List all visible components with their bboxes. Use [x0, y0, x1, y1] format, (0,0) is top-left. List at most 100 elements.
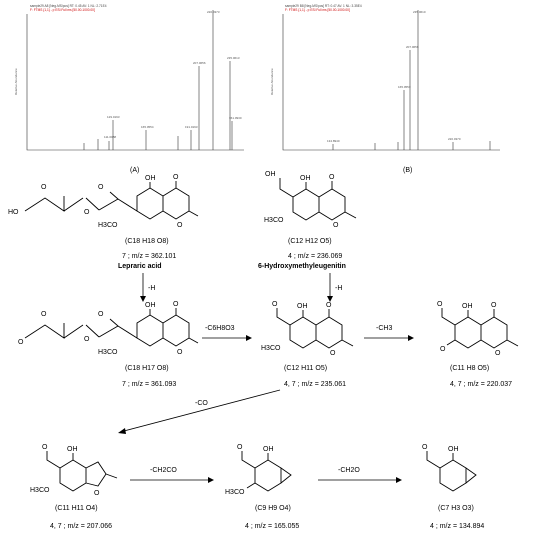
atom-label: O [41, 184, 47, 191]
arrow-label: -H [335, 285, 342, 292]
spectrum-b-ylabel: Relative Abundance [270, 68, 274, 95]
spectrum-panel-a: sample29 A8 [Neg-MS/pos] RT: 0.45 AV: 1 … [14, 4, 244, 174]
spectrum-b-peak-label: 134.8940 [327, 139, 340, 143]
atom-label: O [177, 349, 183, 356]
formula-f134: (C7 H3 O3) [438, 505, 474, 512]
atom-label: O [437, 301, 443, 308]
mz-c4: 4 ; m/z = 236.069 [288, 253, 342, 260]
spectrum-b-peak-label: 235.0610 [413, 10, 426, 14]
spectrum-b-peak-label: 220.0370 [448, 137, 461, 141]
mz-c7: 7 ; m/z = 362.101 [122, 253, 176, 260]
atom-label: O [173, 174, 179, 181]
atom-label: OH [67, 446, 78, 453]
formula-f207: (C11 H11 O4) [55, 505, 98, 512]
atom-label: O [330, 350, 336, 357]
formula-f165: (C9 H9 O4) [255, 505, 291, 512]
arrow-minus-h-right: -H [327, 273, 342, 302]
spectrum-a-peak-label: 111.0088 [104, 135, 116, 139]
structure-fragment-134: O OH (C7 H3 O3) 4 ; m/z = 134.894 [422, 444, 484, 530]
spectrum-b-axes [282, 14, 500, 151]
formula-c7-anion: (C18 H17 O8) [125, 365, 169, 372]
atom-label: H3CO [98, 222, 118, 229]
formula-f235: (C12 H11 O5) [284, 365, 327, 372]
atom-label: O [422, 444, 428, 451]
atom-label: OH [462, 303, 473, 310]
arrow-label: -CH3 [376, 325, 392, 332]
atom-label: O [94, 490, 100, 497]
formula-c7: (C18 H18 O8) [125, 238, 169, 245]
atom-label: H3CO [30, 487, 50, 494]
spectrum-a-panel-label: (A) [130, 167, 139, 174]
atom-label: O [18, 339, 24, 346]
atom-label: O [237, 444, 243, 451]
atom-label: H3CO [264, 217, 284, 224]
spectrum-b-panel-label: (B) [403, 167, 412, 174]
arrow-minus-ch2co: -CH2CO [130, 467, 214, 483]
atom-label: OH [263, 446, 274, 453]
arrow-minus-ch3: -CH3 [364, 325, 414, 341]
spectrum-a-peak-label: 220.0373 [207, 10, 220, 14]
structure-lepraric-acid: HO O O O OH O O H3CO (C18 H18 O8) 7 ; m/… [8, 174, 199, 270]
atom-label: H3CO [98, 349, 118, 356]
atom-label: O [173, 301, 179, 308]
atom-label: O [41, 311, 47, 318]
name-lepraric-acid: Lepraric acid [118, 263, 162, 270]
atom-label: O [491, 302, 497, 309]
spectrum-a-peak-label: 191.0193 [185, 125, 198, 129]
atom-label: OH [300, 175, 311, 182]
spectrum-a-header2: F: FTMS {1,1} - p ESI Full ms [50.00-100… [30, 8, 95, 12]
arrow-minus-co: -CO [118, 389, 281, 434]
arrow-label: -H [148, 285, 155, 292]
atom-label: O [98, 311, 104, 318]
atom-label: OH [265, 171, 276, 178]
formula-c4: (C12 H12 O5) [288, 238, 332, 245]
name-6-hydroxymethyleugenitin: 6-Hydroxymethyleugenitin [258, 263, 346, 270]
mz-f134: 4 ; m/z = 134.894 [430, 523, 484, 530]
arrow-label: -C6H8O3 [205, 325, 235, 332]
spectrum-a-header1: sample29 A8 [Neg-MS/pos] RT: 0.45 AV: 1 … [30, 4, 107, 8]
spectrum-b-header1: sample29 B8 [Neg-MS/pos] RT: 0.47 AV: 1 … [285, 4, 362, 8]
arrow-minus-c6h8o3: -C6H8O3 [202, 325, 252, 341]
structure-fragment-220: O OH O O O (C11 H8 O5) 4, 7 ; m/z = 220.… [437, 301, 519, 388]
atom-label: O [272, 301, 278, 308]
spectrum-a-peak-label: 235.0613 [227, 56, 240, 60]
atom-label: O [495, 350, 501, 357]
atom-label: O [84, 336, 90, 343]
atom-label: H3CO [225, 489, 245, 496]
mz-f207: 4, 7 ; m/z = 207.066 [50, 523, 112, 530]
atom-label: OH [448, 446, 459, 453]
structure-7-anion: O O O O OH O O H3CO (C18 H17 O8) 7 ; m/z… [18, 301, 199, 388]
arrow-label: -CH2CO [150, 467, 177, 474]
mz-f220: 4, 7 ; m/z = 220.037 [450, 381, 512, 388]
atom-label: OH [145, 175, 156, 182]
atom-label: O [98, 184, 104, 191]
structure-fragment-165: O OH H3CO (C9 H9 O4) 4 ; m/z = 165.055 [225, 444, 299, 530]
spectrum-a-peak-label: 207.0656 [193, 61, 206, 65]
spectrum-a-peaks [83, 10, 233, 150]
arrow-minus-ch2o: -CH2O [318, 467, 402, 483]
mz-c7-anion: 7 ; m/z = 361.093 [122, 381, 176, 388]
atom-label: O [177, 222, 183, 229]
spectrum-b-header2: F: FTMS {1,1} - p ESI Full ms [50.00-100… [285, 8, 350, 12]
spectrum-a-axes [26, 14, 244, 151]
mz-f165: 4 ; m/z = 165.055 [245, 523, 299, 530]
structure-6-hydroxymethyleugenitin: OH OH O O H3CO (C12 H12 O5) 4 ; m/z = 23… [258, 171, 357, 270]
spectrum-panel-b: sample29 B8 [Neg-MS/pos] RT: 0.47 AV: 1 … [270, 4, 500, 174]
atom-label: O [326, 302, 332, 309]
spectrum-b-peak-label: 165.0553 [398, 85, 411, 89]
atom-label: HO [8, 209, 19, 216]
structure-fragment-235: O OH O O H3CO (C12 H11 O5) 4, 7 ; m/z = … [261, 301, 354, 388]
arrow-minus-h-left: -H [140, 273, 155, 302]
mz-f235: 4, 7 ; m/z = 235.061 [284, 381, 346, 388]
spectrum-a-ylabel: Relative Abundance [14, 68, 18, 95]
structure-fragment-207: O OH O H3CO (C11 H11 O4) 4, 7 ; m/z = 20… [30, 444, 118, 530]
spectrum-a-peak-label: 361.0930 [229, 116, 242, 120]
spectrum-b-peaks [332, 10, 491, 150]
atom-label: OH [145, 302, 156, 309]
atom-label: O [333, 222, 339, 229]
atom-label: OH [297, 303, 308, 310]
atom-label: O [440, 346, 446, 353]
spectrum-a-peak-label: 129.0193 [107, 115, 120, 119]
atom-label: O [84, 209, 90, 216]
